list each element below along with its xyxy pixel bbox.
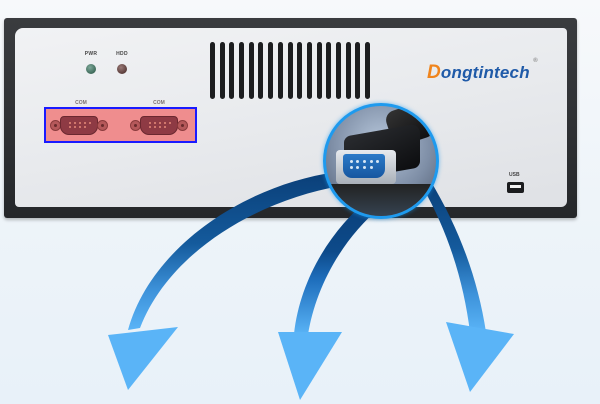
callout-surface [326, 184, 436, 216]
vent-slot [287, 42, 293, 99]
vent-slot [210, 42, 215, 99]
vent-slot [365, 42, 370, 99]
arrow-left-icon [108, 172, 340, 390]
vent-slot [268, 42, 274, 99]
vent-slot [316, 42, 322, 99]
com2-port-icon [130, 115, 190, 135]
logo-text: ongtintech [440, 63, 530, 82]
db9-connector-icon [343, 154, 385, 178]
registered-mark: ® [533, 58, 538, 64]
vent-slot [306, 42, 312, 99]
serial-cable-callout [323, 103, 439, 219]
com1-port-icon [50, 115, 110, 135]
com1-label: COM [75, 100, 87, 106]
com2-label: COM [153, 100, 165, 106]
serial-ports-highlight[interactable]: COM COM [44, 100, 197, 143]
hdd-label: HDD [116, 51, 128, 57]
vent-slot [277, 42, 283, 99]
vent-slot [335, 42, 341, 99]
front-panel: PWR HDD COM COM [15, 28, 567, 207]
arrow-middle-icon [278, 196, 384, 400]
pwr-led-icon [86, 64, 96, 74]
arrow-right-icon [422, 180, 514, 392]
logo-initial: D [427, 62, 441, 83]
vent-slot [239, 42, 245, 99]
pwr-label: PWR [84, 51, 98, 57]
vent-slot [326, 42, 332, 99]
vent-slot [248, 42, 254, 99]
hdd-led-icon [117, 64, 127, 74]
vent-slot [229, 42, 235, 99]
ventilation-grille [210, 42, 370, 99]
vent-slot [219, 42, 225, 99]
brand-logo: Dongtintech ® [427, 58, 538, 84]
vent-slot [297, 42, 303, 99]
usb-label: USB [509, 172, 520, 178]
usb-port-icon [507, 182, 524, 193]
vent-slot [345, 42, 351, 99]
vent-slot [258, 42, 264, 99]
industrial-pc-chassis: PWR HDD COM COM [4, 18, 577, 218]
vent-slot [355, 42, 361, 99]
